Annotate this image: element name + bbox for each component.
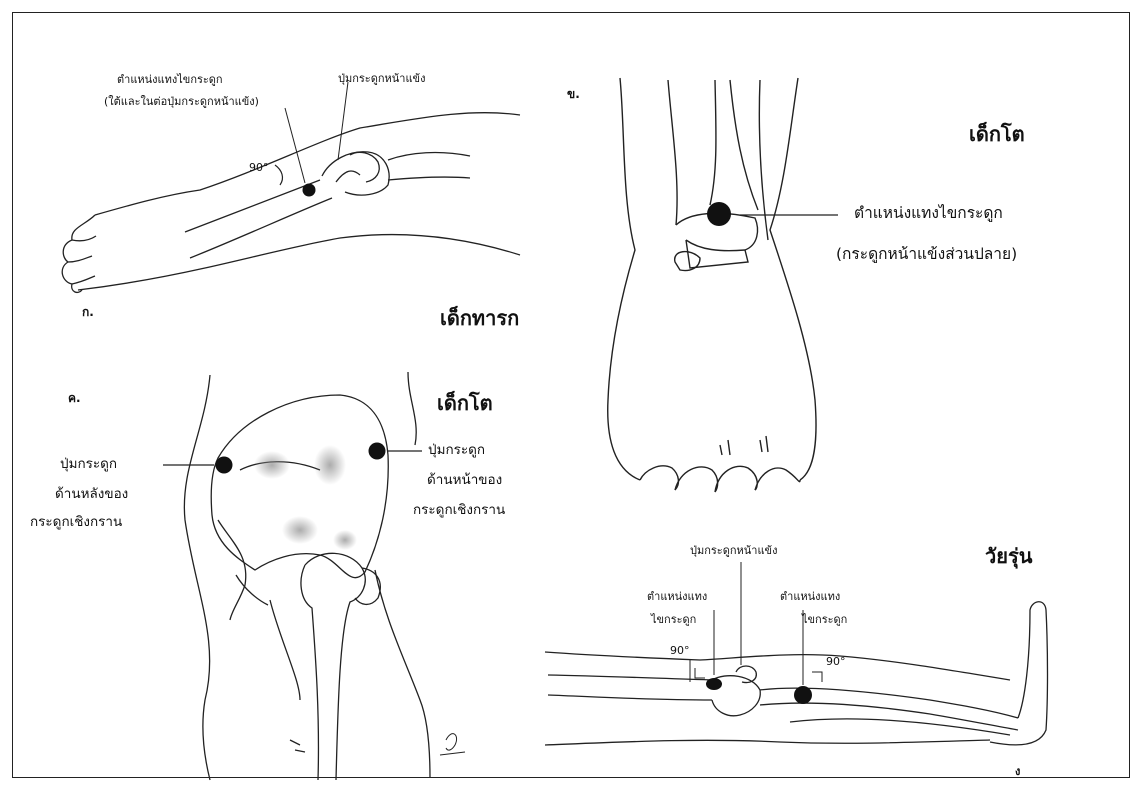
infant-leg-illustration bbox=[62, 113, 520, 293]
panel-d-angle-right: 90° bbox=[826, 656, 846, 667]
panel-d-age-label: วัยรุ่น bbox=[985, 546, 1032, 566]
panel-b-site-sublabel: (กระดูกหน้าแข้งส่วนปลาย) bbox=[836, 247, 1017, 263]
posterior-iliac-crest-site bbox=[216, 457, 233, 474]
ankle-insertion-site bbox=[707, 202, 731, 226]
infant-site-leader bbox=[285, 108, 305, 183]
adolescent-proximal-site bbox=[706, 678, 722, 690]
panel-a-site-label: ตำแหน่งแทงไขกระดูก bbox=[117, 74, 223, 85]
panel-b-site-label: ตำแหน่งแทงไขกระดูก bbox=[854, 206, 1003, 222]
anterior-label-line-1: ปุ่มกระดูก bbox=[428, 444, 485, 458]
panel-a-angle-label: 90° bbox=[249, 162, 269, 173]
anterior-label-line-3: กระดูกเชิงกราน bbox=[413, 504, 505, 518]
infant-tuberosity-leader bbox=[338, 82, 348, 160]
ankle-illustration bbox=[608, 78, 816, 492]
panel-b-age-label: เด็กโต bbox=[969, 124, 1025, 144]
panel-a-site-sublabel: (ใต้และในต่อปุ่มกระดูกหน้าแข้ง) bbox=[104, 96, 259, 107]
anterior-iliac-crest-site bbox=[369, 443, 386, 460]
posterior-label-line-3: กระดูกเชิงกราน bbox=[30, 516, 122, 530]
panel-b-letter: ข. bbox=[567, 88, 580, 100]
panel-a-tuberosity-label: ปุ่มกระดูกหน้าแข้ง bbox=[338, 73, 425, 84]
panel-c-age-label: เด็กโต bbox=[437, 393, 493, 413]
adolescent-distal-site bbox=[794, 686, 812, 704]
panel-d-tuberosity-label: ปุ่มกระดูกหน้าแข้ง bbox=[690, 545, 777, 556]
panel-a-age-label: เด็กทารก bbox=[440, 308, 519, 328]
page-number: ง bbox=[1015, 766, 1020, 777]
panel-d-left-site-label-2: ไขกระดูก bbox=[651, 614, 696, 625]
posterior-label-line-2: ด้านหลังของ bbox=[55, 488, 128, 502]
panel-c-letter: ค. bbox=[68, 392, 81, 404]
adolescent-leg-illustration bbox=[545, 602, 1048, 745]
posterior-label-line-1: ปุ่มกระดูก bbox=[60, 458, 117, 472]
panel-d-right-site-label-2: ไขกระดูก bbox=[802, 614, 847, 625]
pelvis-illustration bbox=[184, 372, 430, 780]
artist-signature bbox=[440, 734, 465, 755]
anterior-label-line-2: ด้านหน้าของ bbox=[427, 474, 502, 488]
panel-d-right-site-label-1: ตำแหน่งแทง bbox=[780, 591, 840, 602]
infant-insertion-site bbox=[303, 184, 316, 197]
panel-a-letter: ก. bbox=[82, 306, 94, 318]
panel-d-left-site-label-1: ตำแหน่งแทง bbox=[647, 591, 707, 602]
panel-d-angle-left: 90° bbox=[670, 645, 690, 656]
